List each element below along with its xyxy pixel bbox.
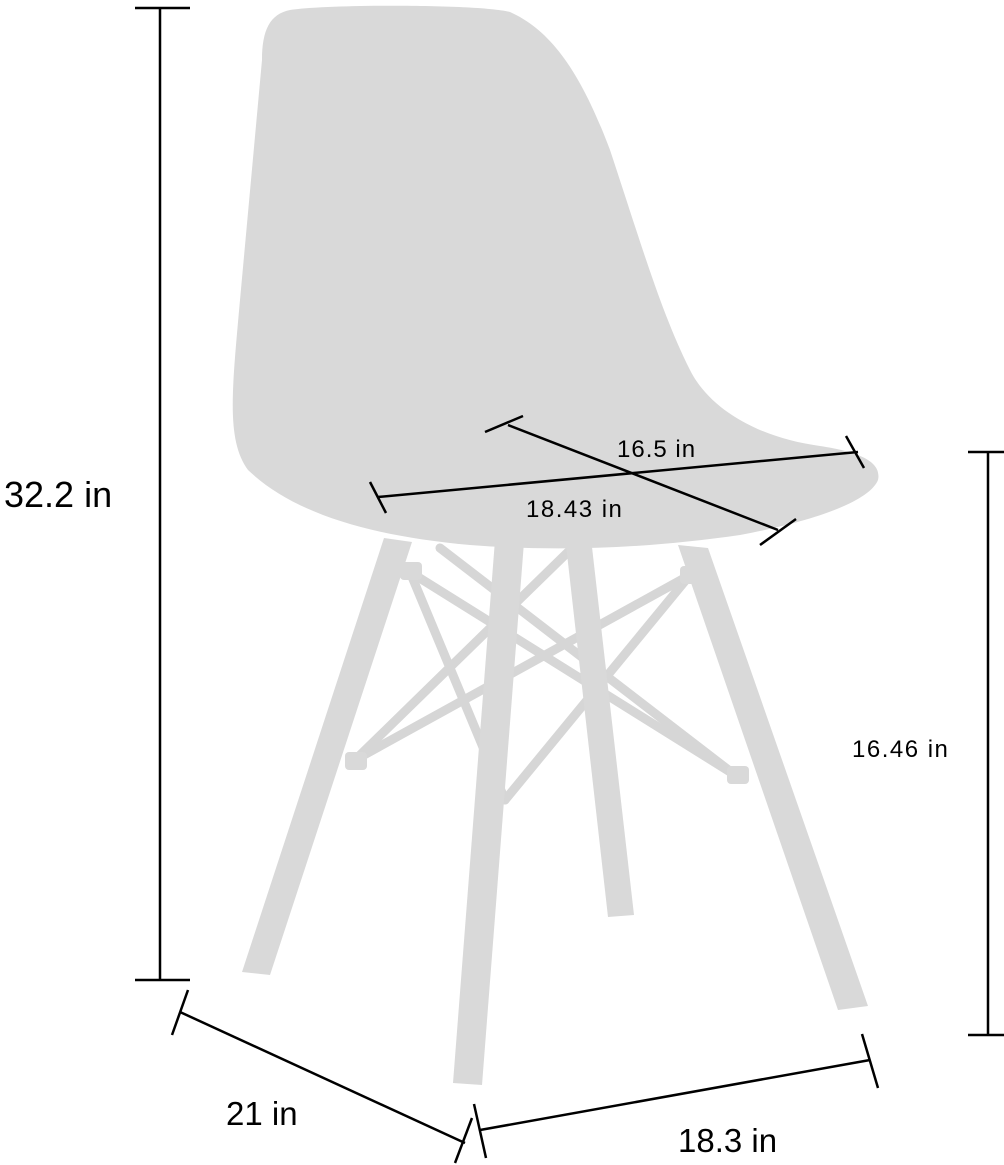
- chair-legs: [242, 538, 868, 1085]
- label-height-total: 32.2 in: [4, 474, 112, 515]
- chair-leg-front-right: [678, 545, 868, 1010]
- dimension-base-width: [472, 1033, 880, 1159]
- label-base-width: 18.3 in: [678, 1122, 777, 1159]
- dimension-seat-height: [968, 450, 1004, 1037]
- label-base-depth: 21 in: [226, 1095, 298, 1132]
- dimension-labels: 32.2 in 16.5 in 18.43 in 16.46 in 21 in …: [4, 436, 949, 1159]
- label-seat-depth: 16.5 in: [617, 436, 696, 463]
- dimension-base-depth: [170, 989, 474, 1164]
- chair-cross-braces: [350, 543, 740, 805]
- dimension-height-total: [135, 6, 190, 982]
- label-seat-width: 18.43 in: [526, 496, 623, 523]
- dimension-seat-depth: [484, 414, 797, 547]
- dimension-lines: [135, 6, 1004, 1164]
- label-seat-height: 16.46 in: [852, 736, 949, 763]
- chair-illustration: [232, 5, 879, 1085]
- chair-leg-back-center: [566, 545, 634, 917]
- chair-leg-front-center: [453, 540, 524, 1085]
- chair-shell: [232, 5, 879, 549]
- chair-leg-back-left: [242, 538, 412, 975]
- dimension-seat-width: [368, 435, 866, 514]
